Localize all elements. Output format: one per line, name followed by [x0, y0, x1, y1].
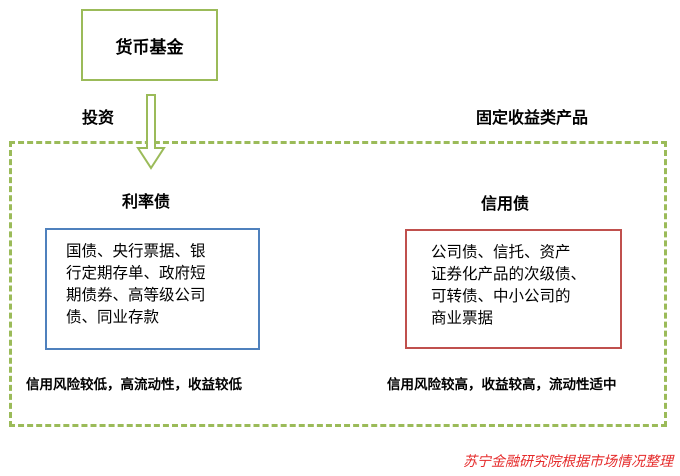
- invest-arrow-icon: [136, 94, 166, 170]
- money-fund-label: 货币基金: [115, 37, 184, 58]
- credit-bond-line: 证券化产品的次级债、: [431, 265, 587, 283]
- rate-bond-line: 行定期存单、政府短: [66, 264, 206, 282]
- rate-bond-line: 期债券、高等级公司: [66, 286, 206, 304]
- credit-bond-line: 可转债、中小公司的: [431, 287, 571, 305]
- source-note: 苏宁金融研究院根据市场情况整理: [463, 454, 673, 470]
- rate-bond-summary: 信用风险较低，高流动性，收益较低: [26, 377, 242, 393]
- credit-bond-box: 公司债、信托、资产 证券化产品的次级债、 可转债、中小公司的 商业票据: [405, 229, 622, 349]
- rate-bond-title: 利率债: [122, 192, 171, 211]
- rate-bond-box: 国债、央行票据、银 行定期存单、政府短 期债券、高等级公司 债、同业存款: [45, 228, 260, 350]
- money-fund-node: 货币基金: [81, 9, 218, 81]
- credit-bond-line: 商业票据: [431, 309, 494, 327]
- invest-label: 投资: [82, 108, 115, 127]
- credit-bond-title: 信用债: [481, 194, 530, 213]
- rate-bond-line: 国债、央行票据、银: [66, 242, 206, 260]
- fixed-income-container: [9, 141, 667, 427]
- credit-bond-line: 公司债、信托、资产: [431, 243, 571, 261]
- fixed-income-label: 固定收益类产品: [476, 108, 589, 127]
- credit-bond-summary: 信用风险较高，收益较高，流动性适中: [387, 377, 617, 393]
- rate-bond-line: 债、同业存款: [66, 308, 160, 326]
